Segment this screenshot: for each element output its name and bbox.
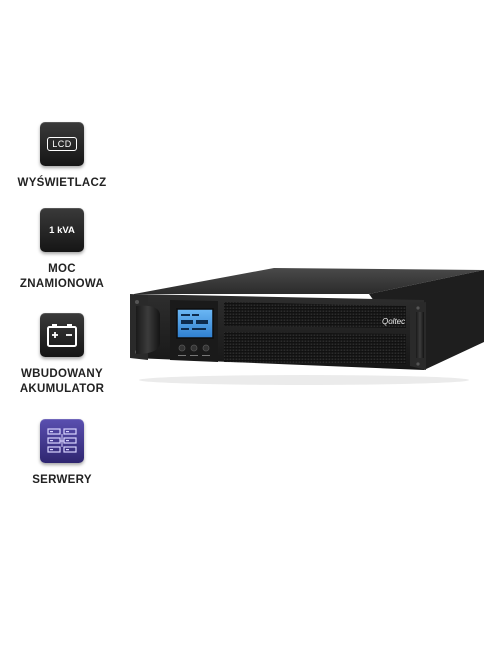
button-captions [178,355,210,356]
device-shadow [139,375,469,385]
feature-lcd: LCD WYŚWIETLACZ [0,122,124,191]
server-glyph [47,428,77,453]
ups-device-image: Qoltec [130,268,484,385]
battery-icon [40,313,84,357]
left-handle [136,305,160,354]
panel-button-3 [202,344,210,352]
feature-label-display: WYŚWIETLACZ [17,177,107,189]
feature-servers: SERWERY [0,419,124,488]
panel-button-2 [190,344,198,352]
power-rating-icon: 1 kVA [40,208,84,252]
right-handle [416,312,424,358]
feature-label-power: MOC ZNAMIONOWA [19,263,105,290]
feature-battery: WBUDOWANY AKUMULATOR [0,313,124,397]
lcd-icon: LCD [40,122,84,166]
lcd-badge-text: LCD [47,137,77,151]
lower-vent [224,332,406,364]
feature-label-battery: WBUDOWANY AKUMULATOR [19,368,105,395]
feature-power: 1 kVA MOC ZNAMIONOWA [0,208,124,292]
right-screw-bottom [416,362,420,366]
right-screw-top [416,306,420,310]
power-rating-text: 1 kVA [49,224,75,236]
battery-glyph [47,324,77,347]
device-side [369,270,484,370]
panel-button-1 [178,344,186,352]
brand-logo: Qoltec [382,317,405,326]
upper-vent [224,302,406,328]
device-top [134,268,484,294]
left-screw-top [135,300,139,304]
server-icon [40,419,84,463]
feature-label-servers: SERWERY [32,474,92,486]
lcd-readout [181,314,208,330]
